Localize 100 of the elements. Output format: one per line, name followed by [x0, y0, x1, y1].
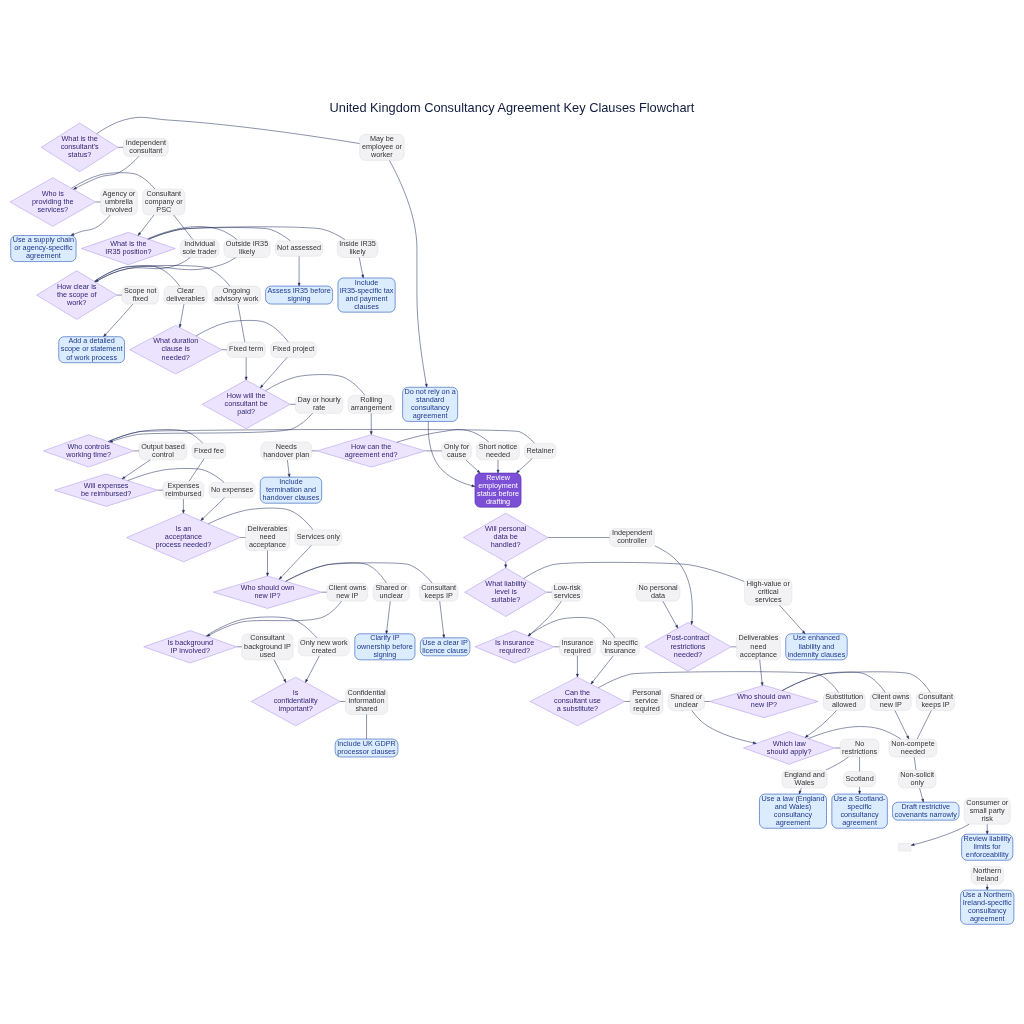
node-box: Use a Scotland-specific consultancy agreement [831, 793, 888, 829]
connector [598, 671, 839, 693]
node-box: Outside IR35 likely [223, 239, 271, 258]
diagram-title: United Kingdom Consultancy Agreement Key Clauses Flowchart [329, 99, 695, 115]
arrow [287, 459, 291, 478]
connector [527, 617, 616, 639]
arrow [516, 458, 533, 474]
connector [107, 429, 535, 444]
arrow [109, 413, 313, 443]
node-box: Draft restrictive covenants narrowly [892, 801, 960, 821]
node-box: Substitution allowed [823, 692, 866, 711]
arrow [94, 257, 236, 283]
arrow [73, 156, 140, 190]
node-box: Do not rely on a standard consultancy agreement [402, 386, 458, 422]
arrow [200, 497, 225, 521]
node-box: Fixed term [226, 341, 266, 358]
node-box: Include termination and handover clauses [259, 476, 323, 504]
node-box [898, 843, 912, 852]
node-box: Clear deliverables [163, 285, 208, 305]
arrow [428, 421, 476, 487]
node-box: Low-risk services [551, 583, 583, 602]
arrow [654, 545, 694, 625]
node-box: England and Wales [781, 769, 828, 789]
node-box: Deliverables need acceptance [736, 633, 781, 661]
connector [94, 265, 180, 287]
node-box: Inside IR35 likely [337, 239, 379, 258]
arrow [496, 459, 500, 474]
node-box: No expenses [208, 482, 256, 499]
connector [781, 671, 931, 693]
arrow [297, 256, 301, 287]
arrow [389, 160, 428, 388]
node-box: Independent consultant [123, 138, 169, 157]
arrow [858, 786, 861, 795]
node-box: Agency or umbrella involved [100, 188, 138, 216]
node-box: Assess IR35 before signing [265, 285, 333, 305]
arrow [985, 824, 989, 835]
node-box: No personal data [636, 583, 681, 602]
arrow [527, 601, 562, 637]
connector [148, 227, 291, 242]
arrow [182, 498, 185, 514]
node-box: High-value or critical services [744, 578, 793, 606]
node-box: Deliverables need acceptance [245, 524, 290, 551]
arrow [779, 604, 806, 634]
node-box: Expenses reimbursed [162, 480, 205, 500]
connector [107, 429, 203, 444]
node-box: No specific insurance [600, 637, 640, 656]
node-diamond: Who is providing the services? [9, 177, 96, 227]
arrow [70, 214, 111, 236]
node-box: No restrictions [839, 738, 880, 758]
arrow [590, 655, 614, 685]
node-diamond: Can the consultant use a substitute? [529, 676, 625, 726]
arrow [260, 357, 288, 389]
node-box: Fixed project [270, 341, 317, 358]
node-box: Scope not fixed [121, 285, 159, 305]
node-box: Fixed fee [191, 443, 227, 459]
node-box: Day or hourly rate [295, 395, 344, 414]
node-box: Consultant background IP used [241, 633, 294, 661]
arrow [178, 303, 185, 328]
connector [94, 265, 231, 287]
node-box-text: Consultant keeps IP [916, 692, 955, 711]
node-box: Rolling arrangement [347, 395, 395, 414]
connector [285, 562, 433, 584]
arrow [273, 659, 287, 683]
node-box: Independent controller [609, 528, 655, 547]
node-box: Northern Ireland [970, 866, 1004, 885]
arrow [103, 303, 134, 337]
connector [127, 468, 225, 483]
arrow [359, 257, 364, 279]
connector [71, 172, 156, 190]
arrow [465, 459, 481, 474]
connector [147, 226, 238, 240]
node-box: Shared or unclear [372, 583, 410, 602]
node-box: Non-solicit only [898, 769, 937, 789]
node-box: Review employment status before drafting [474, 472, 522, 508]
arrow [279, 545, 312, 580]
arrow [804, 710, 837, 738]
node-box: Ongoing advisory work [212, 285, 261, 305]
node-box: Client owns new IP [326, 583, 369, 602]
connector [205, 616, 318, 639]
arrow [137, 214, 155, 236]
arrow [798, 788, 802, 795]
node-box: Non-compete needed [888, 738, 938, 758]
node-diamond: Who controls working time? [43, 434, 135, 468]
arrow [305, 655, 320, 683]
arrow [369, 413, 373, 435]
arrow [244, 357, 248, 381]
node-box: Client owns new IP [870, 692, 912, 711]
node-box: Consumer or small party risk [963, 797, 1011, 825]
arrow [206, 601, 342, 637]
node-diamond: How will the consultant be paid? [201, 379, 291, 429]
node-diamond: Who should own new IP? [709, 685, 819, 718]
node-box: Only for cause [441, 441, 472, 461]
arrow [759, 659, 764, 686]
node-box: Needs handover plan [260, 441, 312, 461]
arrow [894, 710, 910, 740]
arrow [919, 788, 924, 803]
node-box: Retainer [524, 443, 557, 459]
node-box: Use enhanced liability and indemnity clauses [785, 633, 848, 661]
connector [148, 226, 346, 240]
node-diamond: How clear is the scope of work? [36, 270, 118, 320]
